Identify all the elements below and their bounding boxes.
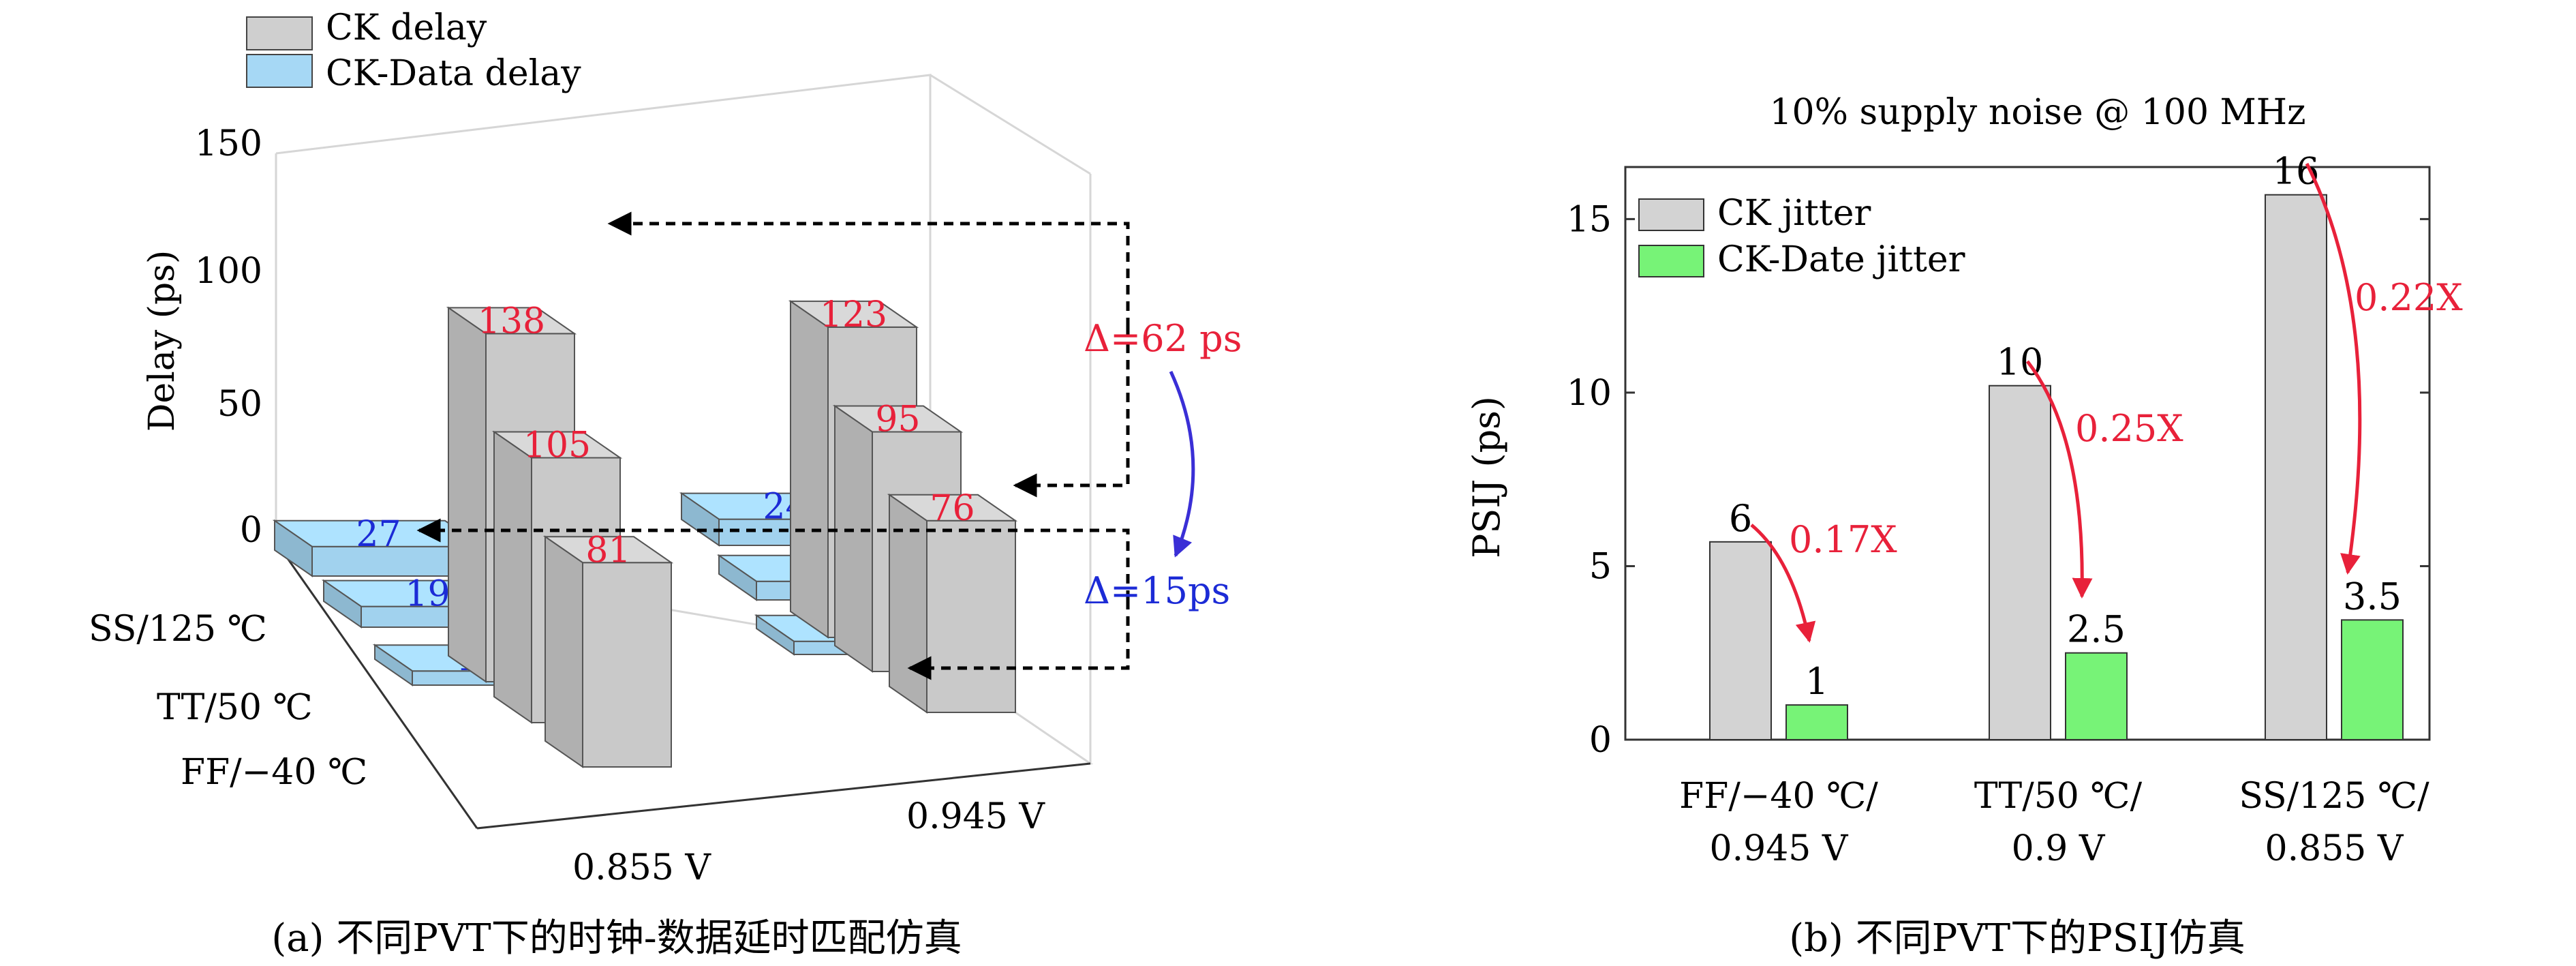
bar-ck-value: 138 bbox=[478, 301, 545, 342]
bar-ckdata-value: 27 bbox=[356, 514, 401, 555]
chart-b-title: 10% supply noise @ 100 MHz bbox=[1769, 92, 2305, 133]
ratio-arrow bbox=[2305, 162, 2362, 575]
bar-ckdate-jitter bbox=[2065, 652, 2128, 741]
ztick-label: 150 bbox=[195, 123, 262, 164]
guide-ckdata-max bbox=[416, 518, 1130, 600]
bar-ck-jitter bbox=[2265, 194, 2327, 740]
caption-a: (a) 不同PVT下的时钟-数据延时匹配仿真 bbox=[271, 916, 962, 961]
bar-ck-value: 95 bbox=[875, 399, 920, 440]
bar-value-label: 6 bbox=[1729, 497, 1752, 540]
ytick-label: 5 bbox=[1589, 546, 1612, 587]
bar-ck-jitter bbox=[1989, 384, 2051, 740]
ratio-arrow bbox=[2026, 360, 2093, 599]
legend-swatch-ck bbox=[246, 16, 313, 50]
chart-a: Delay (ps) 0 50 100 150 SS/125 ℃ TT/50 ℃… bbox=[89, 7, 1242, 961]
ytick-label: 0 bbox=[1589, 720, 1612, 761]
bar-value-label: 10 bbox=[1997, 341, 2044, 384]
bar-ckdate-jitter bbox=[2341, 619, 2404, 741]
ratio-label: 0.22X bbox=[2355, 276, 2463, 319]
legend-swatch-ck-jitter bbox=[1638, 198, 1704, 231]
category-label: 0.9 V bbox=[2012, 828, 2106, 869]
legend-label-ckdata: CK-Data delay bbox=[326, 53, 581, 94]
zaxis-label: Delay (ps) bbox=[142, 250, 183, 432]
chart-b-axes: 0 5 10 15 bbox=[1567, 166, 2431, 761]
chart-a-bars: 241712271913123957613810581 bbox=[272, 295, 1018, 768]
ztick-label: 0 bbox=[240, 510, 262, 551]
ztick-label: 50 bbox=[217, 384, 262, 425]
bar-value-label: 1 bbox=[1805, 660, 1828, 703]
ztick-label: 100 bbox=[195, 251, 262, 292]
delta-curve-arrow bbox=[1169, 370, 1195, 558]
caption-b: (b) 不同PVT下的PSIJ仿真 bbox=[1789, 916, 2245, 961]
guide-ck-max bbox=[607, 211, 1130, 327]
chart-a-legend: CK delay CK-Data delay bbox=[246, 7, 581, 94]
guide-ck-min bbox=[1013, 327, 1130, 498]
chart-a-axis-lines bbox=[275, 541, 1091, 830]
legend-label-ckdate-jitter: CK-Date jitter bbox=[1717, 239, 1965, 280]
chart-b: 10% supply noise @ 100 MHz PSIJ (ps) 0 5 1… bbox=[1465, 92, 2463, 961]
col-tick-label: 0.945 V bbox=[906, 796, 1045, 837]
legend-swatch-ckdata bbox=[246, 54, 313, 88]
bar-ck-value: 76 bbox=[930, 488, 975, 529]
bar-ck-value: 81 bbox=[585, 530, 630, 571]
guide-ckdata-min bbox=[907, 600, 1130, 680]
bar-ck-value: 123 bbox=[820, 295, 887, 335]
legend-label-ck: CK delay bbox=[326, 7, 487, 48]
delta-guides bbox=[416, 211, 1130, 680]
chart-b-legend: CK jitter CK-Date jitter bbox=[1638, 193, 1965, 280]
category-label: FF/−40 ℃/ bbox=[1679, 776, 1878, 817]
row-tick-label: SS/125 ℃ bbox=[89, 609, 267, 650]
bar-ckdate-jitter bbox=[1785, 704, 1848, 741]
delta-ck-label: Δ=62 ps bbox=[1084, 317, 1242, 360]
category-label: 0.855 V bbox=[2265, 828, 2404, 869]
col-tick-label: 0.855 V bbox=[572, 847, 711, 888]
bar-ck: 81 bbox=[542, 530, 674, 768]
bar-ck: 76 bbox=[887, 488, 1018, 714]
row-tick-label: TT/50 ℃ bbox=[157, 687, 313, 728]
category-label: TT/50 ℃/ bbox=[1974, 776, 2143, 817]
ytick-label: 15 bbox=[1567, 199, 1612, 240]
ratio-label: 0.17X bbox=[1789, 518, 1897, 561]
ratio-arrow bbox=[1750, 524, 1816, 643]
bar-ck-jitter bbox=[1709, 541, 1772, 740]
category-label: 0.945 V bbox=[1710, 828, 1849, 869]
bar-ckdata-value: 19 bbox=[405, 574, 450, 615]
bar-ck-value: 105 bbox=[523, 425, 591, 466]
delta-ckdata-label: Δ=15ps bbox=[1084, 569, 1230, 612]
chart-b-ylabel: PSIJ (ps) bbox=[1465, 396, 1508, 558]
ytick-label: 10 bbox=[1567, 373, 1612, 414]
bar-value-label: 3.5 bbox=[2343, 575, 2402, 618]
ratio-label: 0.25X bbox=[2075, 407, 2183, 450]
bar-value-label: 2.5 bbox=[2067, 608, 2126, 651]
category-label: SS/125 ℃/ bbox=[2239, 776, 2429, 817]
legend-swatch-ckdate-jitter bbox=[1638, 245, 1704, 277]
row-tick-label: FF/−40 ℃ bbox=[181, 752, 367, 793]
legend-label-ck-jitter: CK jitter bbox=[1717, 193, 1871, 234]
